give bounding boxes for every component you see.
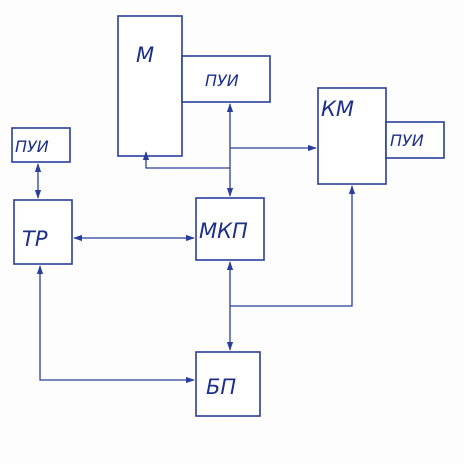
block-m-label: М [136,43,154,67]
block-bp-rect [195,351,261,417]
block-m: М [117,15,183,157]
block-pui-m: ПУИ [181,55,271,103]
block-mkp-rect [195,197,265,261]
block-pui-km-label: ПУИ [390,131,424,150]
block-tr-rect [13,199,73,265]
block-m-rect [117,15,183,157]
block-pui-km: ПУИ [385,121,445,159]
block-km: КМ [317,87,387,185]
block-pui-km-rect [385,121,445,159]
block-pui-tr-rect [11,127,71,163]
block-km-rect [317,87,387,185]
connector-bus-km-lower [230,185,356,307]
block-pui-tr-label: ПУИ [15,137,49,156]
block-pui-m-rect [181,55,271,103]
block-tr-label: ТР [22,227,48,251]
block-pui-m-label: ПУИ [205,71,239,90]
block-bp: БП [195,351,261,417]
block-pui-tr: ПУИ [11,127,71,163]
block-mkp: МКП [195,197,265,261]
connector-tr-bp [36,265,195,384]
block-mkp-label: МКП [199,219,248,243]
block-bp-label: БП [206,375,236,399]
block-tr: ТР [13,199,73,265]
block-km-label: КМ [321,97,354,121]
connector-m-bus [142,151,230,169]
